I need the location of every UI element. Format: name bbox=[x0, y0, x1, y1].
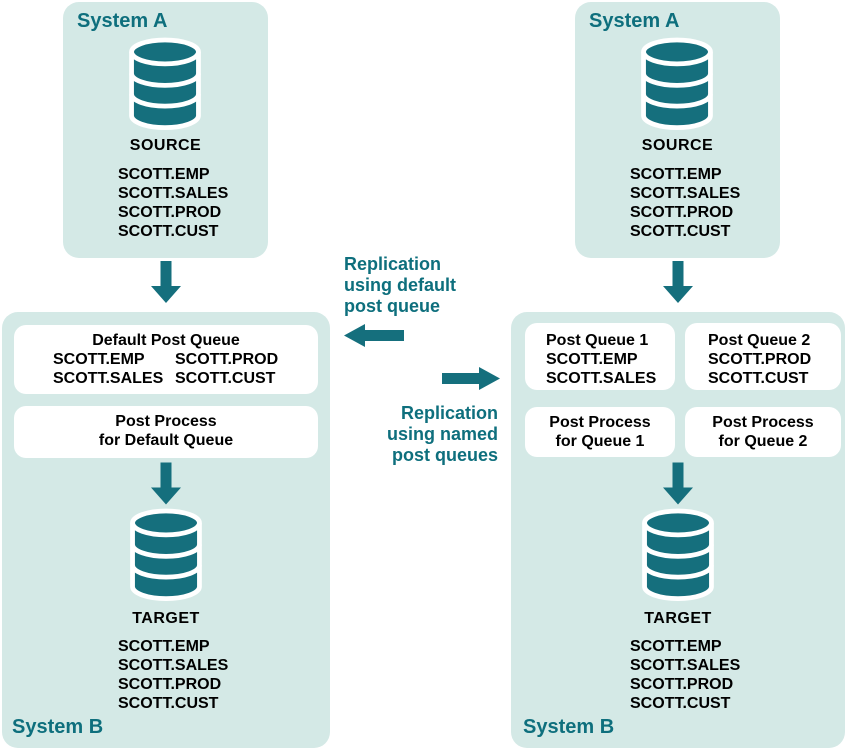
arrow-down-icon bbox=[151, 462, 181, 505]
label-line: post queue bbox=[344, 296, 441, 316]
table-item: SCOTT.CUST bbox=[630, 223, 731, 240]
database-icon bbox=[637, 36, 717, 130]
table-item: SCOTT.EMP bbox=[118, 638, 210, 655]
queue-box-tables: SCOTT.EMP SCOTT.SALES SCOTT.PROD SCOTT.C… bbox=[14, 350, 318, 388]
table-item: SCOTT.EMP bbox=[630, 166, 722, 183]
default-post-queue-box: Default Post Queue SCOTT.EMP SCOTT.SALES… bbox=[14, 325, 318, 394]
post-queue-2-box: Post Queue 2 SCOTT.PROD SCOTT.CUST bbox=[685, 323, 841, 390]
table-item: SCOTT.SALES bbox=[630, 185, 741, 202]
process-box-line: Post Process bbox=[712, 414, 814, 431]
source-label: SOURCE bbox=[641, 137, 714, 154]
database-icon bbox=[126, 507, 206, 601]
replication-named-label: Replication using named post queues bbox=[346, 403, 498, 466]
table-item: SCOTT.EMP bbox=[546, 351, 638, 368]
arrow-right-icon bbox=[442, 367, 500, 390]
table-item: SCOTT.CUST bbox=[118, 695, 219, 712]
left-system-a-title: System A bbox=[77, 10, 168, 32]
label-line: using named bbox=[386, 424, 498, 444]
table-item: SCOTT.EMP bbox=[53, 351, 145, 368]
table-item: SCOTT.SALES bbox=[546, 370, 657, 387]
queue-box-title: Post Queue 2 bbox=[708, 332, 811, 349]
queue-box-title: Post Queue 1 bbox=[546, 332, 649, 349]
arrow-down-icon bbox=[663, 261, 693, 303]
process-box-line: Post Process bbox=[115, 413, 217, 430]
post-process-1-box: Post Process for Queue 1 bbox=[525, 407, 675, 457]
post-queue-1-box: Post Queue 1 SCOTT.EMP SCOTT.SALES bbox=[525, 323, 675, 390]
label-line: using default bbox=[344, 275, 456, 295]
target-label: TARGET bbox=[644, 610, 712, 627]
table-item: SCOTT.CUST bbox=[175, 370, 276, 387]
right-system-b-panel: Post Queue 1 SCOTT.EMP SCOTT.SALES Post … bbox=[511, 312, 845, 748]
process-box-line: Post Process bbox=[549, 414, 651, 431]
right-system-a-panel: System A SOURCE SCOTT.EMP SCOTT.SALES SC… bbox=[575, 2, 780, 258]
arrow-down-icon bbox=[151, 261, 181, 303]
process-box-line: for Default Queue bbox=[98, 432, 234, 449]
label-line: Replication bbox=[344, 254, 442, 274]
right-system-b-title: System B bbox=[523, 716, 615, 738]
left-system-b-title: System B bbox=[12, 716, 104, 738]
table-item: SCOTT.PROD bbox=[118, 676, 222, 693]
queue-col: SCOTT.PROD SCOTT.CUST bbox=[175, 350, 278, 388]
label-line: post queues bbox=[391, 445, 498, 465]
table-item: SCOTT.SALES bbox=[118, 185, 229, 202]
source-table-list: SCOTT.EMP SCOTT.SALES SCOTT.PROD SCOTT.C… bbox=[630, 165, 740, 241]
table-item: SCOTT.PROD bbox=[708, 351, 812, 368]
source-table-list: SCOTT.EMP SCOTT.SALES SCOTT.PROD SCOTT.C… bbox=[118, 165, 228, 241]
table-item: SCOTT.CUST bbox=[118, 223, 219, 240]
table-item: SCOTT.SALES bbox=[630, 657, 741, 674]
arrow-down-icon bbox=[663, 462, 693, 505]
table-item: SCOTT.PROD bbox=[118, 204, 222, 221]
table-item: SCOTT.CUST bbox=[708, 370, 809, 387]
table-item: SCOTT.EMP bbox=[630, 638, 722, 655]
default-post-process-box: Post Process for Default Queue bbox=[14, 406, 318, 458]
table-item: SCOTT.PROD bbox=[630, 204, 734, 221]
queue-box-title: Default Post Queue bbox=[92, 332, 240, 349]
label-line: Replication bbox=[400, 403, 498, 423]
table-item: SCOTT.SALES bbox=[118, 657, 229, 674]
post-process-2-box: Post Process for Queue 2 bbox=[685, 407, 841, 457]
database-icon bbox=[638, 507, 718, 601]
target-table-list: SCOTT.EMP SCOTT.SALES SCOTT.PROD SCOTT.C… bbox=[118, 637, 228, 713]
source-label: SOURCE bbox=[129, 137, 202, 154]
replication-default-label: Replication using default post queue bbox=[344, 254, 456, 317]
left-system-b-panel: Default Post Queue SCOTT.EMP SCOTT.SALES… bbox=[2, 312, 330, 748]
left-system-a-panel: System A SOURCE SCOTT.EMP SCOTT.SALES SC… bbox=[63, 2, 268, 258]
arrow-left-icon bbox=[344, 324, 404, 347]
queue-col: SCOTT.EMP SCOTT.SALES bbox=[53, 350, 175, 388]
table-item: SCOTT.PROD bbox=[175, 351, 279, 368]
target-label: TARGET bbox=[132, 610, 200, 627]
process-box-line: for Queue 2 bbox=[718, 433, 808, 450]
target-table-list: SCOTT.EMP SCOTT.SALES SCOTT.PROD SCOTT.C… bbox=[630, 637, 740, 713]
table-item: SCOTT.PROD bbox=[630, 676, 734, 693]
table-item: SCOTT.EMP bbox=[118, 166, 210, 183]
table-item: SCOTT.SALES bbox=[53, 370, 164, 387]
database-icon bbox=[125, 36, 205, 130]
table-item: SCOTT.CUST bbox=[630, 695, 731, 712]
right-system-a-title: System A bbox=[589, 10, 680, 32]
process-box-line: for Queue 1 bbox=[555, 433, 645, 450]
